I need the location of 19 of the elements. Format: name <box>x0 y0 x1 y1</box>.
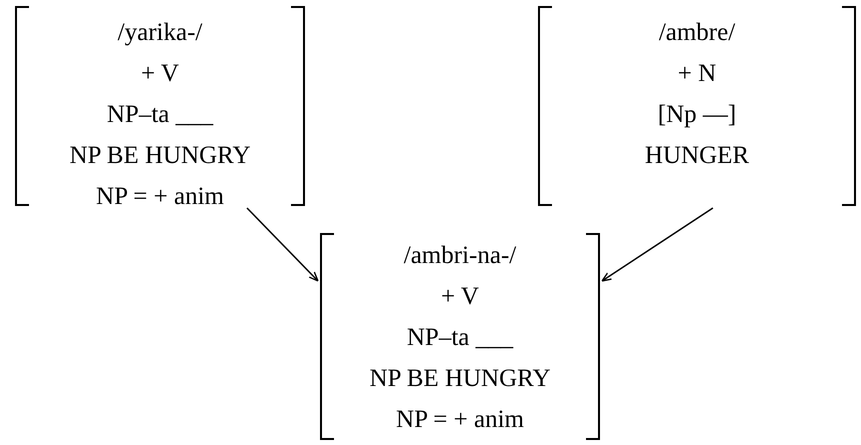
feature-matrix <box>15 6 305 206</box>
feature-matrix <box>320 233 600 440</box>
arrow <box>601 207 714 282</box>
feature-text: NP BE HUNGRY <box>69 141 251 171</box>
feature-text: NP = + anim <box>396 405 524 435</box>
feature-text: NP BE HUNGRY <box>369 364 551 394</box>
feature-text: + V <box>441 282 479 312</box>
arrow <box>246 207 319 282</box>
feature-text: + V <box>141 59 179 89</box>
feature-text: HUNGER <box>644 141 750 171</box>
feature-text: /yarika-/ <box>118 18 202 48</box>
feature-text: + N <box>678 59 716 89</box>
feature-text: NP–ta ___ <box>106 100 214 130</box>
feature-text: /ambri-na-/ <box>404 241 516 271</box>
feature-text: /ambre/ <box>658 18 736 48</box>
feature-text: [Np —] <box>658 100 736 130</box>
feature-text: NP = + anim <box>96 182 224 212</box>
feature-matrix <box>538 6 856 206</box>
feature-text: NP–ta ___ <box>406 323 514 353</box>
